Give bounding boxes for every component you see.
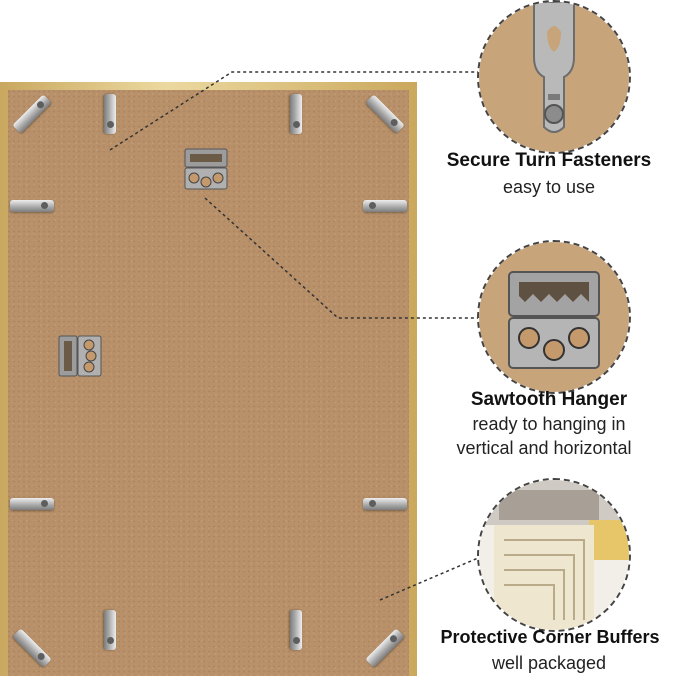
turn-fastener: [290, 94, 302, 134]
corner-clip-bottom-left: [12, 628, 52, 668]
turn-fastener: [363, 498, 407, 510]
feature-title-hanger: Sawtooth Hanger: [470, 389, 628, 410]
sawtooth-hanger-side: [58, 335, 102, 377]
turn-fastener: [363, 200, 407, 212]
turn-fastener-icon: [479, 2, 629, 152]
feature-subtitle-buffers: well packaged: [491, 653, 607, 673]
feature-title-buffers: Protective Corner Buffers: [440, 627, 660, 647]
gold-frame: [0, 82, 417, 676]
turn-fastener: [290, 610, 302, 650]
feature-subtitle-hanger-1: ready to hanging in: [472, 414, 626, 434]
sawtooth-hanger-zoom: [477, 240, 631, 394]
sawtooth-hanger-icon: [479, 242, 629, 392]
turn-fastener-zoom: [477, 0, 631, 154]
corner-clip-top-right: [365, 94, 405, 134]
turn-fastener: [10, 498, 54, 510]
turn-fastener: [104, 94, 116, 134]
corner-clip-bottom-right: [365, 628, 405, 668]
feature-subtitle-hanger-2: vertical and horizontal: [456, 438, 632, 458]
corner-buffer-zoom: [477, 478, 631, 632]
corner-clip-top-left: [12, 94, 52, 134]
turn-fastener: [10, 200, 54, 212]
feature-subtitle-fasteners: easy to use: [502, 177, 596, 197]
sawtooth-hanger-top: [184, 148, 228, 190]
feature-title-fasteners: Secure Turn Fasteners: [446, 150, 652, 171]
turn-fastener: [104, 610, 116, 650]
corner-buffer-icon: [479, 480, 629, 630]
backboard: [8, 90, 409, 676]
